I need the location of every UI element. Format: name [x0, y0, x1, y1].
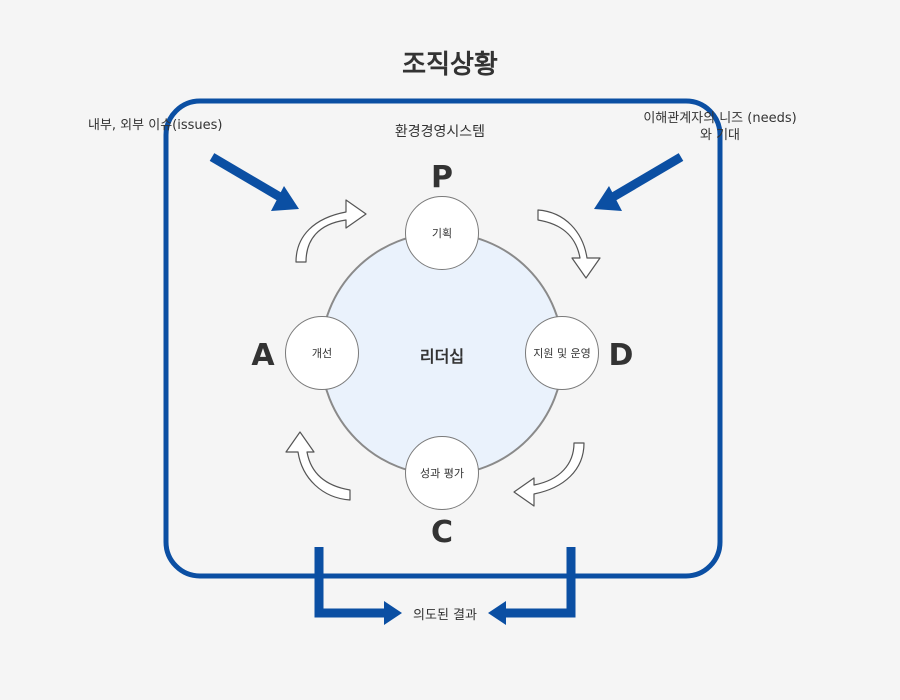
phase-node-check: 성과 평가	[405, 436, 479, 510]
cycle-arrow-do	[537, 209, 601, 279]
phase-label-do: 지원 및 운영	[533, 347, 591, 360]
phase-letter-act: A	[251, 338, 275, 373]
phase-letter-check: C	[430, 515, 454, 550]
intended-outcome-label: 의도된 결과	[413, 608, 477, 623]
leadership-label: 리더십	[419, 347, 465, 366]
phase-node-do: 지원 및 운영	[525, 316, 599, 390]
needs-input-arrow	[594, 153, 684, 211]
stakeholder-needs-label: 이해관계자의 니즈 (needs)와 기대	[643, 111, 797, 143]
system-label: 환경경영시스템	[394, 124, 486, 140]
phase-node-plan: 기획	[405, 196, 479, 270]
system-frame	[163, 98, 723, 579]
external-issues-label: 내부, 외부 이슈(issues)	[88, 118, 223, 133]
outcome-arrow-left	[314, 547, 402, 625]
cycle-arrow-plan	[295, 199, 367, 263]
cycle-arrow-act	[285, 431, 351, 501]
phase-node-act: 개선	[285, 316, 359, 390]
phase-label-act: 개선	[311, 347, 333, 360]
issues-input-arrow	[209, 153, 299, 211]
phase-letter-do: D	[608, 338, 634, 373]
cycle-arrow-check	[513, 442, 585, 507]
page-title: 조직상황	[402, 50, 498, 80]
phase-label-plan: 기획	[431, 227, 453, 240]
outcome-arrow-right	[488, 547, 576, 625]
phase-label-check: 성과 평가	[420, 467, 464, 480]
phase-letter-plan: P	[431, 160, 453, 195]
